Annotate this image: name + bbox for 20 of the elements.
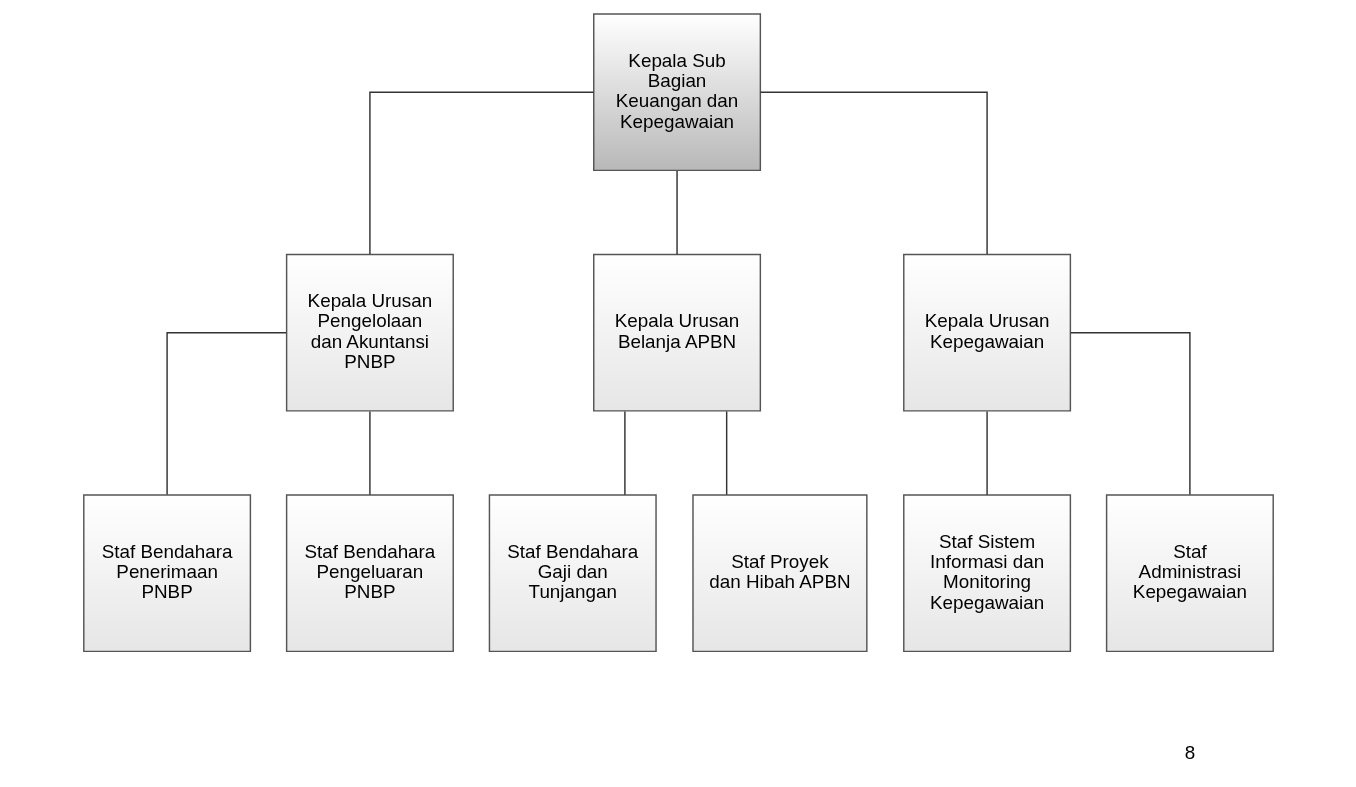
connector bbox=[1069, 331, 1191, 496]
node-box: Kepala Urusan Pengelolaan dan Akuntansi PNBP bbox=[285, 253, 454, 412]
node-box: Kepala Urusan Belanja APBN bbox=[592, 253, 761, 412]
connector bbox=[725, 410, 727, 496]
node-box: Kepala Sub Bagian Keuangan dan Kepegawaian bbox=[592, 13, 761, 172]
node-box: Staf Administrasi Kepegawaian bbox=[1105, 494, 1274, 653]
node-box: Staf Proyek dan Hibah APBN bbox=[691, 494, 868, 653]
node-box: Staf Bendahara Penerimaan PNBP bbox=[82, 494, 251, 653]
connector bbox=[985, 410, 988, 496]
connector bbox=[368, 91, 594, 255]
connector bbox=[368, 410, 371, 496]
label: 8 bbox=[1184, 742, 1195, 764]
connector bbox=[165, 331, 287, 496]
node-box: Staf Bendahara Gaji dan Tunjangan bbox=[488, 494, 657, 653]
connector bbox=[759, 91, 988, 255]
node-box: Staf Sistem Informasi dan Monitoring Kepegawaian bbox=[902, 494, 1071, 653]
connector bbox=[675, 170, 678, 255]
node-box: Kepala Urusan Kepegawaian bbox=[902, 253, 1071, 412]
node-box: Staf Bendahara Pengeluaran PNBP bbox=[285, 494, 454, 653]
connector bbox=[623, 410, 626, 496]
